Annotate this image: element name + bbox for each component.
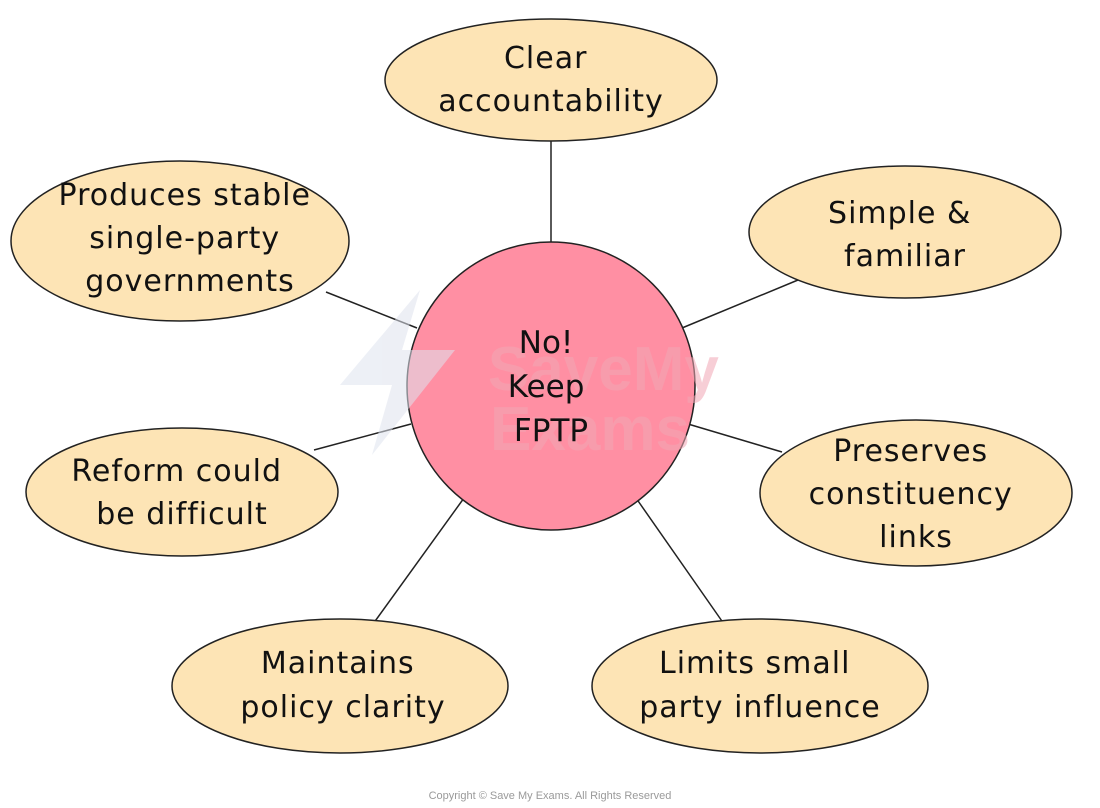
node-maintains-policy-clarity-line-1: Maintains	[261, 646, 415, 681]
node-preserves-constituency-links: Preserves constituency links	[759, 419, 1073, 567]
outer-nodes: Clear accountability Simple & familiar P…	[10, 18, 1073, 754]
node-preserves-constituency-links-line-3: links	[879, 520, 953, 555]
svg-text:No! Keep FPTP: No! Keep FPTP	[508, 325, 594, 449]
connector-limits-small-party-influence	[635, 497, 725, 625]
node-stable-single-party-governments: Produces stable single-party governments	[10, 160, 350, 322]
node-maintains-policy-clarity-line-2: policy clarity	[240, 690, 445, 725]
svg-text:Limits small party inf: Limits small party influence	[639, 646, 881, 725]
watermark-bolt-icon	[340, 290, 455, 455]
center-line-2: Keep	[508, 369, 585, 405]
connector-reform-could-be-difficult	[313, 423, 412, 451]
svg-text:SaveMy Exams: SaveMy Exams	[488, 335, 736, 464]
copyright-notice: Copyright © Save My Exams. All Rights Re…	[428, 790, 672, 802]
svg-text:Simple & familiar: Simple & familiar	[828, 196, 982, 274]
node-clear-accountability-line-2: accountability	[438, 84, 663, 119]
node-limits-small-party-influence: Limits small party influence	[591, 618, 929, 754]
node-stable-single-party-governments-line-3: governments	[85, 264, 295, 299]
node-maintains-policy-clarity: Maintains policy clarity	[171, 618, 509, 754]
node-reform-could-be-difficult: Reform could be difficult	[25, 427, 339, 557]
watermark-line-1: SaveMy	[488, 335, 719, 404]
center-line-1: No!	[519, 325, 574, 361]
connector-maintains-policy-clarity	[372, 497, 465, 625]
svg-text:Preserves constituency: Preserves constituency links	[809, 434, 1024, 555]
connector-simple-familiar	[681, 279, 799, 329]
node-limits-small-party-influence-line-2: party influence	[639, 690, 881, 725]
svg-text:Reform could be diffic: Reform could be difficult	[71, 454, 292, 532]
node-stable-single-party-governments-line-2: single-party	[89, 221, 280, 256]
watermark-line-2: Exams	[490, 395, 690, 464]
node-stable-single-party-governments-line-1: Produces stable	[59, 178, 311, 213]
svg-text:Clear accountability: Clear accountability	[438, 41, 663, 119]
svg-text:Maintains policy clari: Maintains policy clarity	[240, 646, 445, 725]
center-node: SaveMy Exams No! Keep FPTP	[340, 241, 736, 531]
node-clear-accountability-line-1: Clear	[504, 41, 587, 76]
connector-preserves-constituency-links	[687, 423, 783, 453]
center-line-3: FPTP	[514, 413, 588, 449]
node-limits-small-party-influence-line-1: Limits small	[659, 646, 850, 681]
node-simple-familiar-line-1: Simple &	[828, 196, 971, 231]
node-preserves-constituency-links-line-1: Preserves	[833, 434, 988, 469]
svg-text:Produces stable single: Produces stable single-party governments	[59, 178, 322, 299]
node-reform-could-be-difficult-line-1: Reform could	[71, 454, 282, 489]
node-preserves-constituency-links-line-2: constituency	[809, 477, 1013, 512]
watermark: SaveMy Exams	[340, 290, 736, 464]
node-simple-familiar: Simple & familiar	[748, 165, 1062, 299]
node-clear-accountability: Clear accountability	[384, 18, 718, 142]
node-simple-familiar-line-2: familiar	[844, 239, 966, 274]
node-reform-could-be-difficult-line-2: be difficult	[96, 497, 267, 532]
